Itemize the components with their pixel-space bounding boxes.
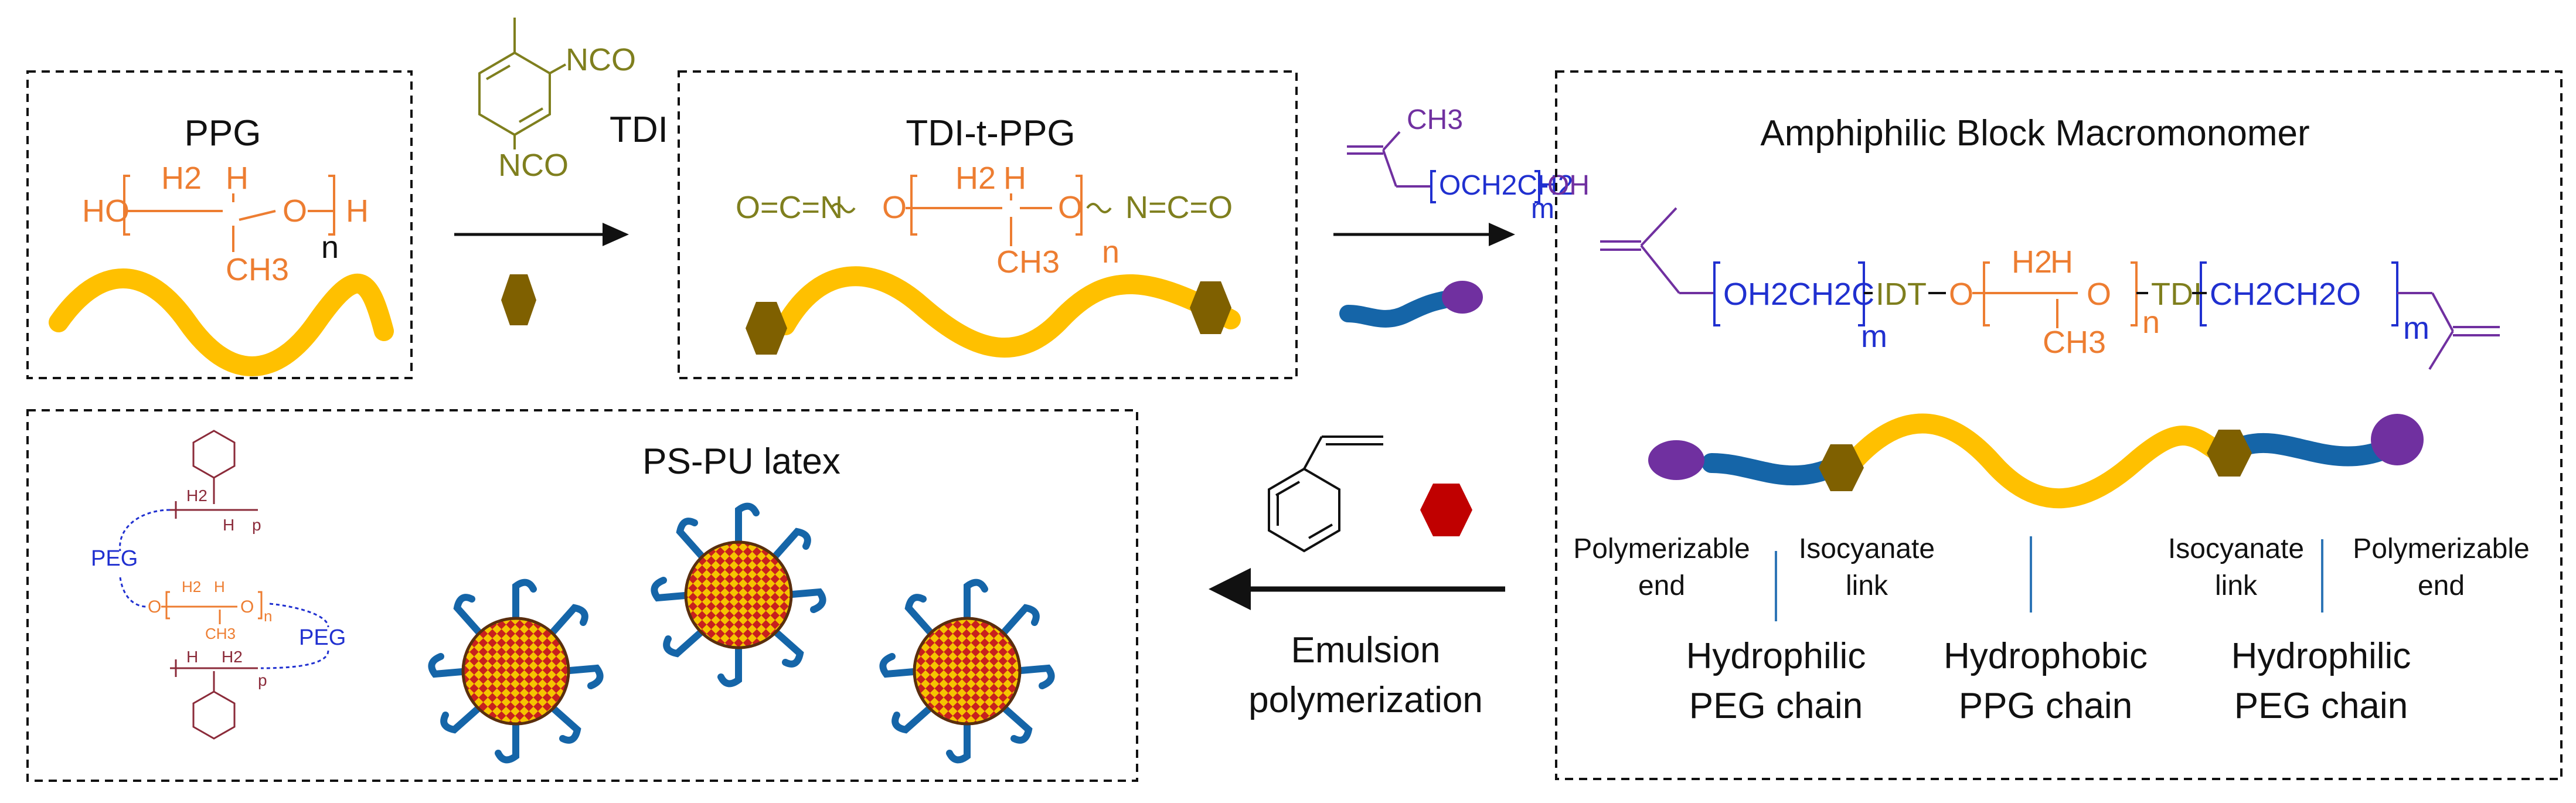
macromonomer-o2: O: [2087, 277, 2111, 312]
tdi-t-ppg-ch3: CH3: [996, 244, 1060, 280]
latex-h-bot: H: [186, 648, 198, 666]
macromonomer-cartoon: [1648, 413, 2424, 509]
tdi-t-ppg-title: TDI-t-PPG: [906, 113, 1075, 154]
label-polymerizable-end-left-1: Polymerizable: [1573, 533, 1750, 564]
ppg-ch3: CH3: [226, 252, 289, 287]
isocyanate-hex-left-icon: [746, 302, 787, 355]
isocyanate-hex-right-icon: [1190, 281, 1231, 334]
macromonomer-structure: OH2CH2C m IDT O H2 H O CH3 n TDI CH2CH2O…: [1600, 207, 2500, 370]
macromonomer-n: n: [2142, 305, 2160, 340]
label-polymerizable-end-left-2: end: [1638, 570, 1685, 601]
macromonomer-peg-right: CH2CH2O: [2210, 277, 2361, 312]
macromonomer-labels: Polymerizable end Isocyanate link Isocya…: [1573, 533, 2529, 726]
isocyanate-link-right-icon: [2207, 430, 2252, 477]
latex-h2-bot: H2: [222, 648, 243, 666]
latex-h-mid: H: [214, 578, 225, 596]
emulsion-line1: Emulsion: [1291, 630, 1441, 671]
ppg-o: O: [283, 193, 307, 229]
peg-monomer-ch3: CH3: [1407, 104, 1463, 135]
latex-h2-mid: H2: [182, 578, 201, 596]
latex-h2-top: H2: [186, 486, 207, 505]
ppg-h2: H2: [161, 161, 202, 196]
latex-particle-2: [651, 502, 826, 688]
ppg-title: PPG: [185, 113, 261, 154]
tdi-t-ppg-panel: TDI-t-PPG O=C=N O H2 H O N=C=O CH3 n: [678, 70, 1298, 379]
tdi-nco-top: NCO: [566, 42, 636, 77]
latex-h-top: H: [223, 516, 234, 534]
ppg-chain-icon: [49, 268, 394, 376]
latex-n-mid: n: [264, 607, 272, 625]
polymerizable-end-right-icon: [2371, 414, 2424, 465]
macromonomer-m-right: m: [2403, 311, 2429, 346]
latex-title: PS-PU latex: [642, 441, 840, 482]
label-isocyanate-link-right-1: Isocyanate: [2168, 533, 2304, 564]
macromonomer-o1: O: [1949, 277, 1973, 312]
tdi-nco-bottom: NCO: [498, 148, 569, 183]
ps-pu-latex-panel: PS-PU latex H2 H p H H2 p PEG PEG: [26, 409, 1138, 782]
polymerizable-end-left-icon: [1648, 440, 1704, 480]
macromonomer-h2: H2: [2012, 244, 2052, 280]
tdi-t-ppg-o-right: O: [1058, 190, 1083, 225]
initiator-hex-icon: [1420, 484, 1472, 536]
ppg-ho: HO: [82, 193, 130, 229]
ppg-panel: PPG HO H2 H O H CH3 n: [26, 70, 413, 379]
polymerizable-end-icon: [1442, 281, 1483, 314]
tdi-t-ppg-h2: H2: [955, 161, 996, 196]
tdi-t-ppg-right: N=C=O: [1125, 190, 1233, 225]
label-polymerizable-end-right-2: end: [2418, 570, 2465, 601]
label-hydrophilic-left-1: Hydrophilic: [1686, 636, 1866, 676]
ppg-h: H: [226, 161, 249, 196]
tdi-label: TDI: [610, 110, 668, 150]
macromonomer-panel: Amphiphilic Block Macromonomer OH2CH2C m…: [1555, 70, 2563, 780]
macromonomer-ch3: CH3: [2043, 325, 2106, 360]
label-isocyanate-link-left-2: link: [1846, 570, 1888, 601]
ppg-h-end: H: [346, 193, 369, 229]
isocyanate-link-left-icon: [1819, 444, 1864, 491]
label-polymerizable-end-right-1: Polymerizable: [2353, 533, 2529, 564]
macromonomer-title: Amphiphilic Block Macromonomer: [1760, 113, 2309, 154]
peg-monomer-oh: OH: [1547, 170, 1590, 201]
macromonomer-peg-left: OH2CH2C: [1723, 277, 1874, 312]
latex-o-mid: O: [148, 597, 161, 617]
peg-step: CH3 OCH2CH2 OH m: [1333, 104, 1590, 328]
label-hydrophobic-1: Hydrophobic: [1944, 636, 2148, 676]
tdi-t-ppg-h: H: [1003, 161, 1026, 196]
label-hydrophilic-right-1: Hydrophilic: [2231, 636, 2411, 676]
macromonomer-m-left: m: [1861, 319, 1887, 354]
macromonomer-h: H: [2050, 244, 2073, 280]
emulsion-step: Emulsion polymerization: [1209, 435, 1505, 720]
peg-monomer-m: m: [1531, 193, 1554, 224]
tdi-t-ppg-o-left: O: [882, 190, 907, 225]
label-hydrophobic-2: PPG chain: [1959, 686, 2132, 726]
latex-peg-right: PEG: [299, 625, 346, 650]
tdi-molecule-icon: [478, 18, 566, 149]
tdi-t-ppg-left: O=C=N: [736, 190, 843, 225]
latex-ch3-mid: CH3: [205, 625, 236, 642]
latex-p-bot: p: [258, 671, 267, 689]
ppg-structure: HO H2 H O H CH3 n: [82, 161, 369, 287]
peg-monomer-chain: OCH2CH2: [1439, 170, 1573, 201]
label-hydrophilic-left-2: PEG chain: [1689, 686, 1863, 726]
styrene-molecule-icon: [1268, 435, 1383, 553]
label-hydrophilic-right-2: PEG chain: [2234, 686, 2408, 726]
latex-particle-3: [879, 579, 1055, 764]
label-isocyanate-link-right-2: link: [2215, 570, 2258, 601]
tdi-t-ppg-chain-icon: [775, 266, 1241, 358]
label-isocyanate-link-left-1: Isocyanate: [1799, 533, 1935, 564]
peg-chain-icon: [1339, 290, 1457, 328]
latex-particle-1: [428, 579, 604, 764]
isocyanate-hex-icon: [501, 274, 536, 325]
latex-o-mid2: O: [240, 597, 254, 617]
latex-peg-top: PEG: [91, 546, 138, 571]
tdi-step: NCO NCO TDI: [454, 18, 668, 325]
macromonomer-idt: IDT: [1876, 277, 1927, 312]
ps-pu-structure: H2 H p H H2 p PEG PEG O H2 H O n CH3: [91, 430, 346, 740]
emulsion-line2: polymerization: [1248, 680, 1483, 720]
tdi-t-ppg-n: n: [1102, 234, 1119, 270]
latex-p-top: p: [252, 516, 261, 534]
